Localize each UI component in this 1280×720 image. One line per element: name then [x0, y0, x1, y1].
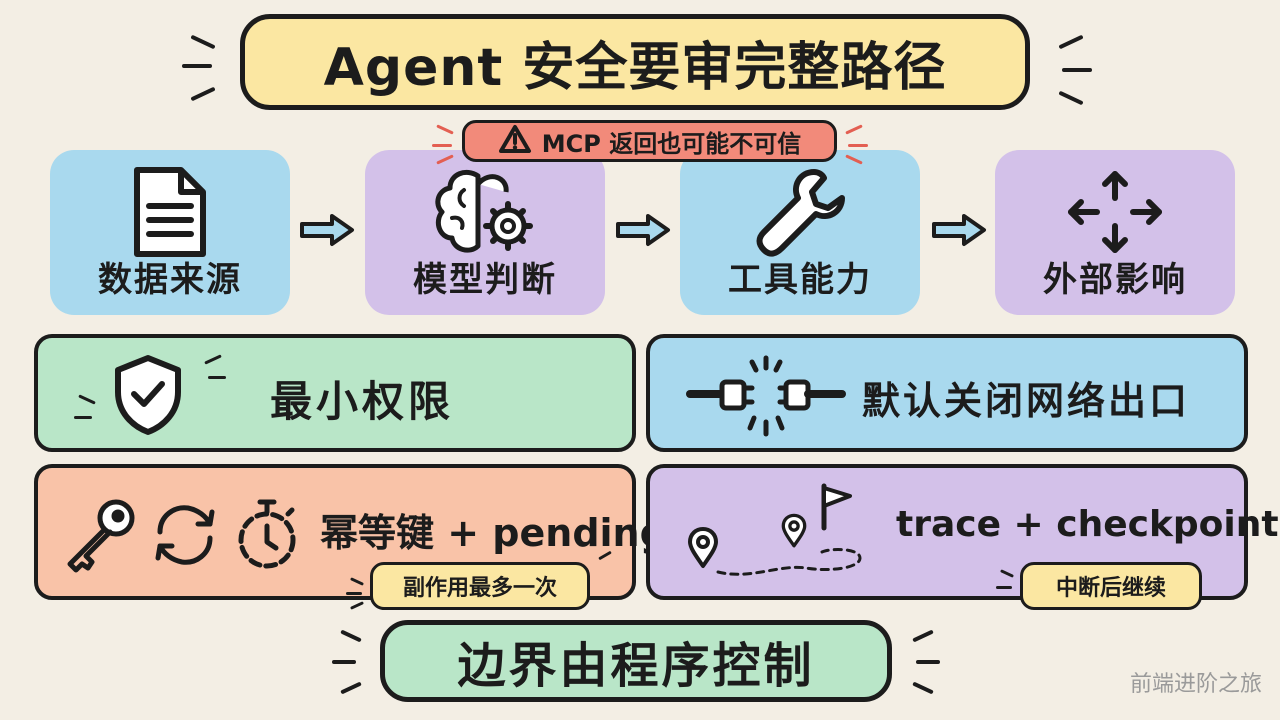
flow-label: 外部影响: [1043, 260, 1187, 300]
badge-text: 副作用最多一次: [402, 576, 557, 601]
key-icon: [62, 496, 140, 578]
flow-step-tool-capability: 工具能力: [680, 150, 920, 315]
feature-network-egress: 默认关闭网络出口: [646, 334, 1248, 452]
flag-icon: [818, 482, 858, 536]
spark-dash: [74, 416, 92, 419]
badge-dash: [996, 586, 1012, 589]
arrows-outward-icon: [1065, 164, 1165, 264]
spark-dash: [78, 394, 96, 405]
bottom-dash: [332, 660, 356, 664]
refresh-icon: [150, 498, 220, 576]
wrench-icon: [752, 164, 848, 264]
bottom-dash: [912, 681, 934, 695]
flow-step-data-source: 数据来源: [50, 150, 290, 315]
badge-dash: [346, 592, 362, 595]
path-line: [710, 494, 870, 588]
title-dash: [1062, 68, 1092, 72]
document-icon: [127, 164, 213, 264]
warning-badge: MCP 返回也可能不可信: [462, 120, 837, 162]
bottom-banner: 边界由程序控制: [380, 620, 892, 702]
spark-dash: [204, 354, 222, 365]
badge-dash: [350, 601, 364, 610]
side-effect-badge: 副作用最多一次: [370, 562, 590, 610]
arrow-icon: [298, 212, 356, 252]
title-dash: [1058, 90, 1084, 106]
flow-step-external-impact: 外部影响: [995, 150, 1235, 315]
feature-label: 最小权限: [270, 377, 455, 426]
bottom-dash: [340, 681, 362, 695]
title-dash: [190, 34, 216, 50]
flow-step-model-judgment: 模型判断: [365, 150, 605, 315]
bottom-text: 边界由程序控制: [457, 638, 815, 694]
shield-check-icon: [106, 352, 190, 442]
title-dash: [182, 64, 212, 68]
resume-badge: 中断后继续: [1020, 562, 1202, 610]
location-pin-icon: [686, 526, 720, 574]
bottom-dash: [916, 660, 940, 664]
bottom-dash: [912, 629, 934, 643]
arrow-icon: [930, 212, 988, 252]
flow-label: 工具能力: [728, 260, 872, 300]
warning-dash: [436, 124, 454, 135]
title-dash: [190, 86, 216, 102]
spark-dash: [208, 376, 226, 379]
bottom-dash: [340, 629, 362, 643]
warning-triangle-icon: [498, 124, 532, 158]
feature-label: 默认关闭网络出口: [862, 379, 1191, 423]
feature-label: trace + checkpoint: [896, 504, 1279, 545]
warning-dash: [432, 144, 452, 147]
title-banner: Agent 安全要审完整路径: [240, 14, 1030, 110]
page-title: Agent 安全要审完整路径: [323, 37, 947, 98]
feature-least-privilege: 最小权限: [34, 334, 636, 452]
warning-dash: [845, 124, 863, 135]
warning-dash: [848, 144, 868, 147]
brain-gear-icon: [430, 164, 540, 264]
location-pin-icon: [780, 512, 808, 554]
feature-label: 幂等键 + pending: [320, 511, 667, 555]
flow-label: 模型判断: [413, 260, 557, 300]
unplugged-cable-icon: [686, 354, 846, 442]
flow-label: 数据来源: [98, 260, 242, 300]
warning-text: MCP 返回也可能不可信: [541, 129, 802, 158]
badge-text: 中断后继续: [1055, 576, 1166, 601]
arrow-icon: [614, 212, 672, 252]
stopwatch-icon: [234, 496, 300, 578]
title-dash: [1058, 34, 1084, 50]
watermark: 前端进阶之旅: [1129, 672, 1262, 697]
